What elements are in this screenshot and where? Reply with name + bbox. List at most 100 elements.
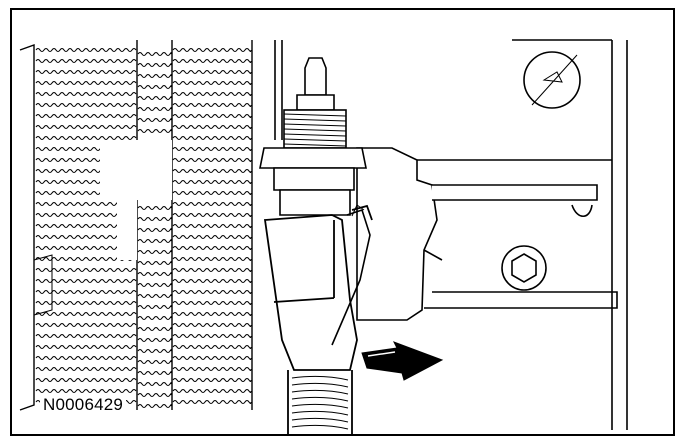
fin-line (35, 102, 137, 108)
fin-line (35, 300, 137, 306)
fin-line (137, 293, 172, 299)
fin-line (35, 322, 137, 328)
fin-line (172, 377, 252, 383)
thread-line (283, 118, 347, 122)
fin-line (137, 216, 172, 222)
fin-line (172, 322, 252, 328)
figure-frame: N0006429 (10, 8, 675, 436)
fin-line (137, 304, 172, 310)
harness-wrap-line (291, 410, 349, 416)
fin-line (35, 388, 137, 394)
fin-cutout (100, 140, 172, 260)
harness-wrap-line (291, 396, 349, 402)
fin-line (35, 377, 137, 383)
vertical-pipe (274, 40, 283, 140)
fin-line (35, 278, 137, 284)
fin-line (172, 124, 252, 130)
fin-line (137, 84, 172, 90)
fin-line (137, 326, 172, 332)
mounting-bracket (356, 147, 618, 321)
fin-line (137, 62, 172, 68)
fin-line (172, 102, 252, 108)
fin-line (137, 315, 172, 321)
harness-wrap-line (291, 424, 349, 430)
fin-line (172, 388, 252, 394)
fin-line (172, 212, 252, 218)
pointer-arrow (361, 341, 444, 381)
fin-line (172, 69, 252, 75)
fin-line (172, 355, 252, 361)
fin-line (137, 95, 172, 101)
condenser-fins (35, 47, 252, 409)
thread-line (283, 138, 347, 142)
fin-line (172, 80, 252, 86)
wiring-harness (291, 375, 349, 430)
figure-id-label: N0006429 (40, 395, 127, 415)
thread-line (283, 143, 347, 147)
harness-wrap-line (291, 389, 349, 395)
condenser-core (19, 40, 253, 411)
fin-line (35, 289, 137, 295)
fin-line (137, 381, 172, 387)
fin-line (172, 201, 252, 207)
fin-line (35, 80, 137, 86)
fin-line (137, 51, 172, 57)
fin-line (137, 128, 172, 134)
fin-line (137, 117, 172, 123)
illustration (19, 39, 628, 434)
sensor-connector (263, 204, 373, 434)
fin-line (137, 227, 172, 233)
fin-line (172, 289, 252, 295)
fin-line (172, 311, 252, 317)
fin-line (172, 267, 252, 273)
fin-line (137, 392, 172, 398)
fin-line (137, 106, 172, 112)
harness-wrap-line (291, 403, 349, 409)
pressure-fitting (259, 57, 367, 216)
fin-line (137, 260, 172, 266)
fin-line (137, 282, 172, 288)
fin-line (172, 256, 252, 262)
fin-line (172, 366, 252, 372)
fin-line (137, 271, 172, 277)
fin-line (35, 124, 137, 130)
fin-line (137, 359, 172, 365)
fin-line (172, 179, 252, 185)
fin-line (172, 190, 252, 196)
fin-line (35, 58, 137, 64)
fin-line (35, 267, 137, 273)
thread-line (283, 113, 347, 117)
fin-line (137, 348, 172, 354)
fin-line (35, 47, 137, 53)
fin-line (35, 113, 137, 119)
fin-line (35, 91, 137, 97)
side-panel (512, 39, 628, 430)
fin-line (172, 278, 252, 284)
fin-line (172, 113, 252, 119)
fin-line (172, 157, 252, 163)
fin-line (172, 91, 252, 97)
fin-line (35, 355, 137, 361)
fitting-threads (283, 113, 347, 147)
fin-line (35, 333, 137, 339)
thread-line (283, 128, 347, 132)
fin-line (172, 399, 252, 405)
bracket-bolt (501, 245, 547, 291)
harness-wrap-line (291, 417, 349, 423)
fin-line (172, 245, 252, 251)
fin-line (137, 370, 172, 376)
fin-line (137, 205, 172, 211)
fin-line (172, 135, 252, 141)
harness-wrap-line (291, 382, 349, 388)
fin-line (172, 223, 252, 229)
fin-line (172, 47, 252, 53)
fin-line (137, 238, 172, 244)
fin-line (172, 146, 252, 152)
fin-line (137, 403, 172, 409)
fin-line (35, 69, 137, 75)
thread-line (283, 123, 347, 127)
fin-line (137, 249, 172, 255)
fin-line (172, 58, 252, 64)
fin-line (35, 366, 137, 372)
fin-line (172, 333, 252, 339)
